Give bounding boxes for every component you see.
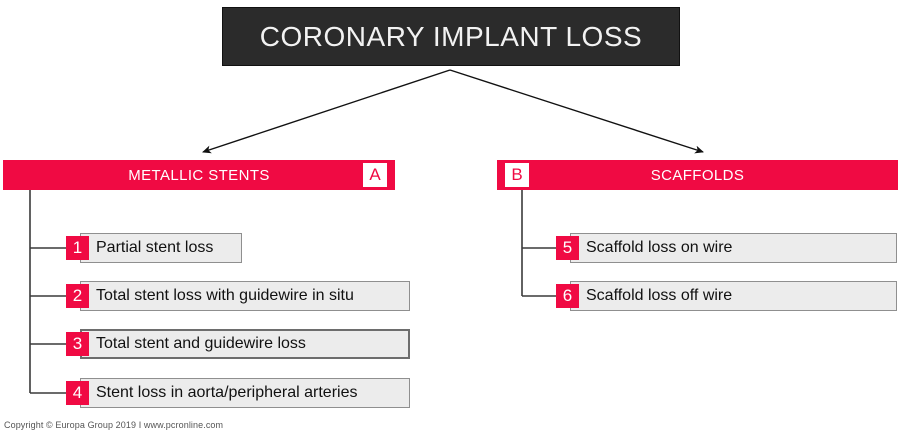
leaf-item-4-box — [80, 378, 410, 408]
leaf-item-2-box — [80, 281, 410, 311]
leaf-item-2-label: Total stent loss with guidewire in situ — [96, 287, 354, 304]
category-banner-metallic-stents: METALLIC STENTS A — [3, 160, 395, 190]
leaf-item-2-number: 2 — [66, 284, 89, 308]
leaf-item-5-box — [570, 233, 897, 263]
category-label-scaffolds: SCAFFOLDS — [650, 166, 745, 184]
leaf-item-4-number: 4 — [66, 381, 89, 405]
root-node-label: CORONARY IMPLANT LOSS — [259, 20, 643, 52]
leaf-item-1-number: 1 — [66, 236, 89, 260]
leaf-item-3-box — [80, 329, 410, 359]
arrow-title-to-metallic-stents — [202, 69, 451, 154]
leaf-item-6: 6 Scaffold loss off wire — [556, 281, 897, 311]
leaf-item-6-box — [570, 281, 897, 311]
category-badge-b: B — [505, 163, 529, 187]
leaf-item-4: 4 Stent loss in aorta/peripheral arterie… — [66, 378, 410, 408]
leaf-item-1-label: Partial stent loss — [96, 239, 214, 256]
category-banner-scaffolds: B SCAFFOLDS — [497, 160, 898, 190]
leaf-item-3: 3 Total stent and guidewire loss — [66, 329, 410, 359]
category-label-metallic-stents: METALLIC STENTS — [128, 166, 270, 184]
leaf-item-4-label: Stent loss in aorta/peripheral arteries — [96, 384, 358, 401]
arrow-title-to-scaffolds — [449, 69, 704, 154]
leaf-item-1-box — [80, 233, 242, 263]
leaf-item-6-label: Scaffold loss off wire — [586, 287, 733, 304]
leaf-item-2: 2 Total stent loss with guidewire in sit… — [66, 281, 410, 311]
leaf-item-5-label: Scaffold loss on wire — [586, 239, 733, 256]
copyright-footer: Copyright © Europa Group 2019 I www.pcro… — [4, 420, 224, 430]
root-node-coronary-implant-loss: CORONARY IMPLANT LOSS — [222, 7, 680, 66]
leaf-item-3-number: 3 — [66, 332, 89, 356]
category-badge-a: A — [363, 163, 387, 187]
leaf-item-6-number: 6 — [556, 284, 579, 308]
leaf-item-3-label: Total stent and guidewire loss — [96, 335, 306, 352]
leaf-item-5-number: 5 — [556, 236, 579, 260]
leaf-item-1: 1 Partial stent loss — [66, 233, 242, 263]
leaf-item-5: 5 Scaffold loss on wire — [556, 233, 897, 263]
